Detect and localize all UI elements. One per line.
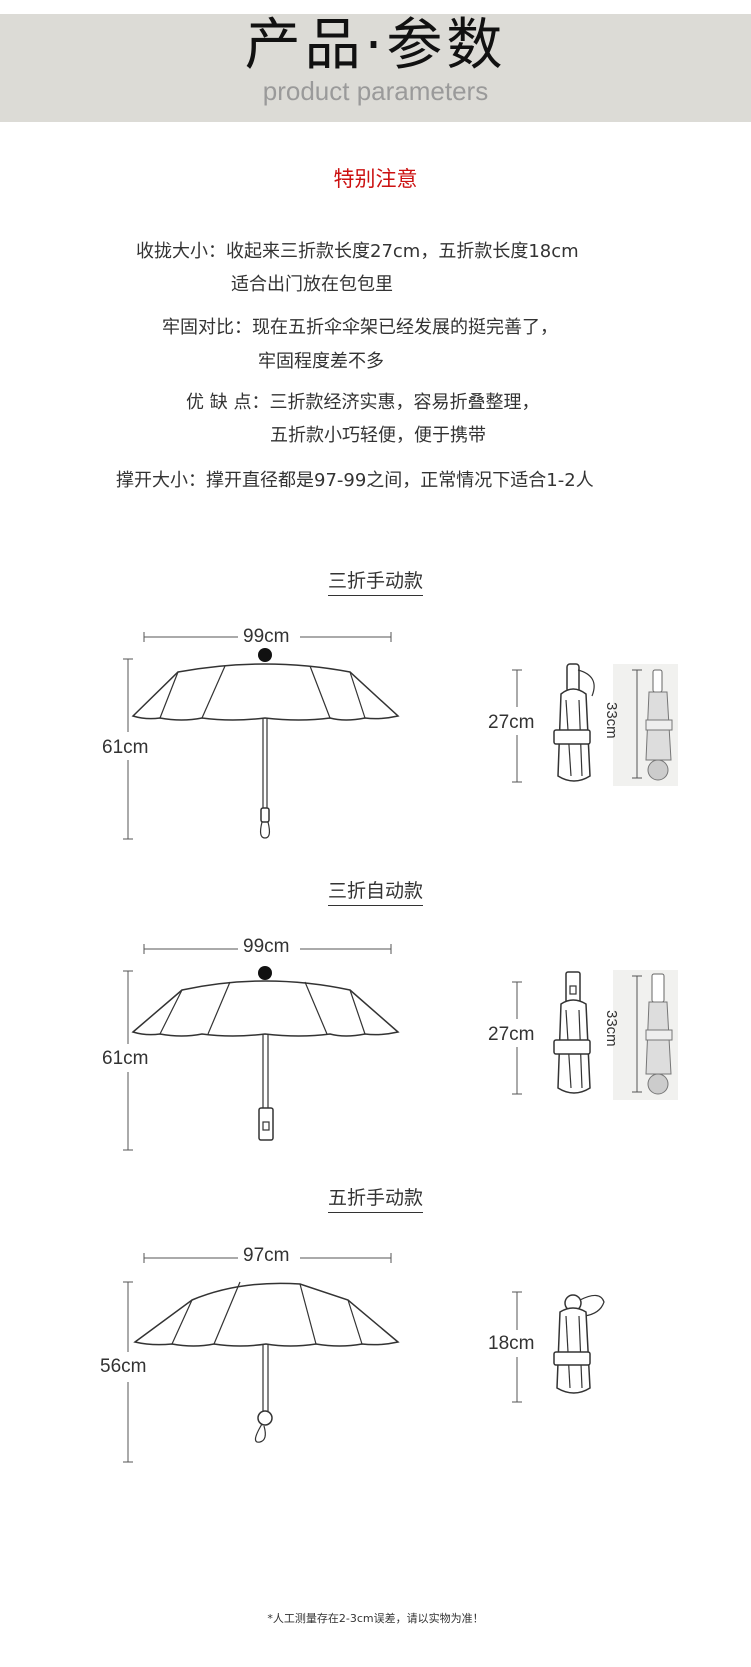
section-title: 三折手动款	[0, 566, 751, 596]
dimension-folded-length: 18cm	[488, 1333, 535, 1354]
spec-text: 撑开直径都是97-99之间，正常情况下适合1-2人	[206, 470, 594, 491]
spec-text: 三折款经济实惠，容易折叠整理，	[269, 392, 540, 413]
footnote: *人工测量存在2-3cm误差，请以实物为准！	[267, 1612, 484, 1625]
page-title: 产品·参数	[244, 13, 507, 78]
folded-umbrella-photo: 33cm	[603, 664, 678, 786]
spec-text-line2: 适合出门放在包包里	[231, 274, 393, 295]
spec-label: 牢固对比：	[162, 317, 252, 338]
height-number: 61	[102, 737, 124, 758]
spec-label: 收拢大小：	[136, 241, 226, 262]
spec-text-line2: 五折款小巧轻便，便于携带	[270, 425, 486, 446]
header-banner	[0, 14, 751, 122]
spec-text-line2: 牢固程度差不多	[258, 351, 384, 372]
notice-heading: 特别注意	[333, 167, 418, 191]
dimension-width: 99cm	[243, 626, 290, 647]
dimension-folded-length: 27cm	[488, 712, 535, 733]
dimension-height: 61cm	[102, 738, 148, 757]
dimension-height: 61cm	[102, 1049, 148, 1068]
page-subtitle: product parameters	[262, 76, 489, 106]
spec-pros-cons: 优 缺 点：三折款经济实惠，容易折叠整理，	[186, 394, 539, 412]
spec-sturdiness: 牢固对比：现在五折伞伞架已经发展的挺完善了，	[162, 319, 558, 337]
spec-open-size: 撑开大小：撑开直径都是97-99之间，正常情况下适合1-2人	[116, 472, 594, 490]
section-title: 五折手动款	[0, 1183, 751, 1213]
spec-folded-size: 收拢大小：收起来三折款长度27cm，五折款长度18cm	[136, 243, 579, 261]
folded-umbrella-photo: 33cm	[603, 970, 678, 1100]
spec-text: 现在五折伞伞架已经发展的挺完善了，	[252, 317, 558, 338]
height-number: 61	[102, 1048, 124, 1069]
dimension-height: 56cm	[100, 1356, 147, 1377]
height-unit: cm	[123, 737, 149, 758]
spec-text: 收起来三折款长度27cm，五折款长度18cm	[226, 241, 579, 262]
spec-label: 撑开大小：	[116, 470, 206, 491]
section-title: 三折自动款	[0, 876, 751, 906]
height-unit: cm	[123, 1048, 149, 1069]
dimension-width: 97cm	[243, 1245, 290, 1266]
dimension-folded-length: 27cm	[488, 1024, 535, 1045]
spec-label: 优 缺 点：	[186, 392, 270, 413]
dimension-width: 99cm	[243, 936, 290, 957]
